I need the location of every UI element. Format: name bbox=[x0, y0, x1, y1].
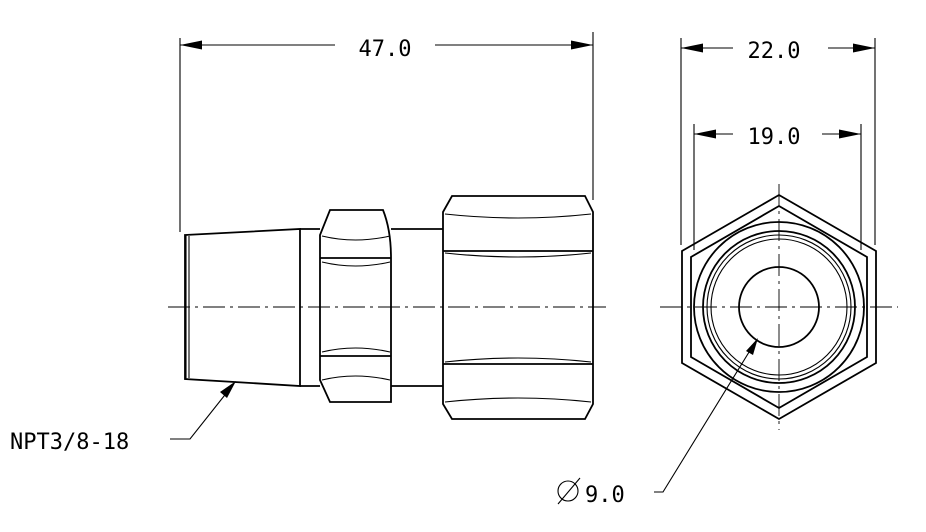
dimension-bore-diameter: 9.0 bbox=[585, 483, 625, 508]
side-view: 47.0 NPT3/8-18 bbox=[10, 32, 606, 455]
npt-thread-body bbox=[184, 228, 301, 387]
bore-leader-line bbox=[654, 343, 755, 493]
arrow-19-left-icon bbox=[694, 129, 716, 139]
small-hex-arc-3 bbox=[321, 347, 391, 353]
large-hex-arc-4 bbox=[444, 397, 592, 403]
dimension-across-flats: 19.0 bbox=[748, 125, 801, 150]
arrow-right-icon bbox=[571, 40, 593, 50]
end-view: 22.0 19.0 9.0 bbox=[557, 38, 898, 508]
large-hex-arc-2 bbox=[444, 252, 592, 258]
small-hex-arc-2 bbox=[321, 261, 391, 267]
large-hex-nut-outline bbox=[442, 195, 594, 420]
small-hex-nut-outline bbox=[319, 209, 392, 403]
small-hex-arc-1 bbox=[321, 235, 391, 241]
thread-leader-line bbox=[170, 385, 233, 440]
arrow-19-right-icon bbox=[839, 129, 861, 139]
small-hex-arc-4 bbox=[321, 375, 391, 381]
arrow-left-icon bbox=[180, 40, 202, 50]
dimension-overall-length: 47.0 bbox=[359, 37, 412, 62]
arrow-22-left-icon bbox=[681, 43, 703, 53]
arrow-22-right-icon bbox=[853, 43, 875, 53]
diameter-symbol-icon bbox=[557, 477, 581, 505]
thread-callout: NPT3/8-18 bbox=[10, 430, 129, 455]
large-hex-arc-3 bbox=[444, 357, 592, 363]
thread-leader-arrow-icon bbox=[220, 381, 236, 398]
bore-leader-arrow-icon bbox=[746, 338, 758, 355]
outer-hexagon bbox=[681, 193, 877, 421]
large-hex-arc-1 bbox=[444, 213, 592, 219]
dimension-across-corners: 22.0 bbox=[748, 39, 801, 64]
